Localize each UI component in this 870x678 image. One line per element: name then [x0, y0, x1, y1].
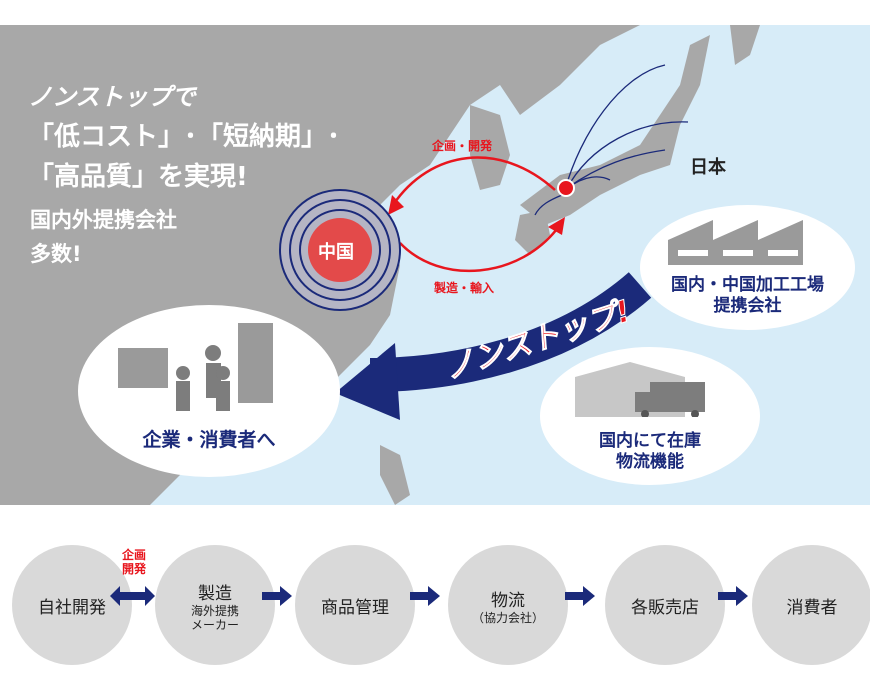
flow-step-logistics: 物流（協力会社）	[448, 545, 568, 665]
warehouse-bubble: 国内にて在庫物流機能	[540, 347, 760, 485]
bidirectional-label: 企画開発	[122, 548, 147, 576]
subtext-line1: 国内外提携会社	[30, 208, 177, 232]
arrow-right-icon	[565, 586, 595, 606]
nonstop-arrow	[369, 272, 652, 392]
arrow-right-icon	[410, 586, 440, 606]
consumer-label: 企業・消費者へ	[142, 429, 276, 451]
red-arrows	[391, 156, 562, 273]
subtext-line2: 多数!	[30, 242, 82, 266]
warehouse-label: 国内にて在庫物流機能	[599, 431, 701, 472]
headline-line2: 「低コスト」･「短納期」･	[28, 122, 341, 152]
china-rings-icon	[279, 189, 401, 311]
flow-step-consumers: 消費者	[752, 545, 870, 665]
factory-icon	[668, 220, 803, 265]
consumer-bubble: 企業・消費者へ	[78, 305, 340, 477]
navy-distribution-arrows	[534, 64, 689, 216]
factory-bubble: 国内・中国加工工場提携会社	[640, 205, 855, 330]
arrow-right-icon	[262, 586, 292, 606]
headline-line3: 「高品質」を実現!	[28, 162, 248, 192]
map: ノンストップで 「低コスト」･「短納期」･ 「高品質」を実現! 国内外提携会社 …	[0, 25, 870, 505]
people-buildings-icon	[118, 323, 273, 411]
bidirectional-arrow-icon	[110, 586, 155, 606]
factory-label: 国内・中国加工工場提携会社	[671, 275, 824, 316]
arrow-bottom-label: 製造・輸入	[434, 281, 495, 295]
china-label: 中国	[318, 242, 354, 263]
flow-step-retailers: 各販売店	[605, 545, 725, 665]
arrow-top-label: 企画・開発	[432, 139, 493, 153]
subtext: 国内外提携会社 多数!	[30, 203, 177, 271]
headline-line1: ノンストップで	[28, 83, 196, 111]
headline: ノンストップで 「低コスト」･「短納期」･ 「高品質」を実現!	[28, 77, 340, 197]
arrow-right-icon	[718, 586, 748, 606]
flow-step-self-development: 自社開発	[12, 545, 132, 665]
warehouse-truck-icon	[575, 362, 705, 417]
flow-step-manufacturing: 製造海外提携メーカー	[155, 545, 275, 665]
flow-step-product-management: 商品管理	[295, 545, 415, 665]
japan-label: 日本	[690, 157, 726, 178]
